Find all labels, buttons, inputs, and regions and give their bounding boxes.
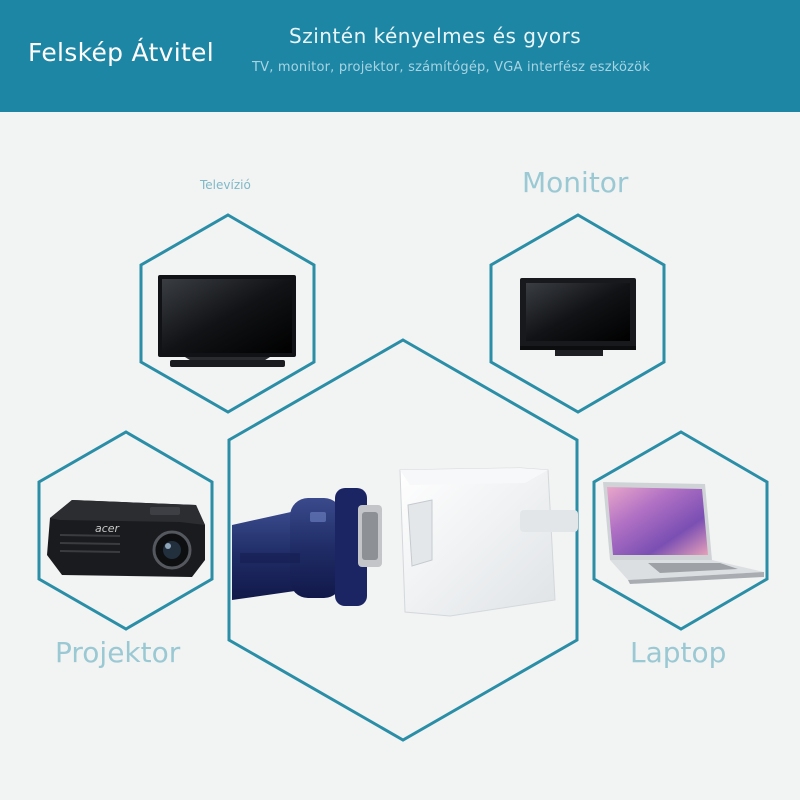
laptop-icon [603,482,764,584]
hexagon-projector [37,430,214,631]
vga-adapter-icon [232,467,578,617]
label-projector: Projektor [55,636,181,669]
monitor-icon [520,278,636,356]
svg-text:acer: acer [95,522,121,535]
label-tv: Televízió [200,178,251,192]
hexagon-tv [139,213,316,414]
label-monitor: Monitor [522,166,629,199]
header-banner: Felskép Átvitel Szintén kényelmes és gyo… [0,0,800,112]
headline: Szintén kényelmes és gyors [289,24,582,48]
tv-icon [158,275,296,367]
projector-icon: acer [47,500,205,577]
subheadline: TV, monitor, projektor, számítógép, VGA … [252,60,651,75]
hexagon-center [227,338,579,742]
label-laptop: Laptop [630,636,727,669]
hexagon-monitor [489,213,666,414]
hexagon-laptop [592,430,769,631]
brand-title: Felskép Átvitel [28,38,214,67]
